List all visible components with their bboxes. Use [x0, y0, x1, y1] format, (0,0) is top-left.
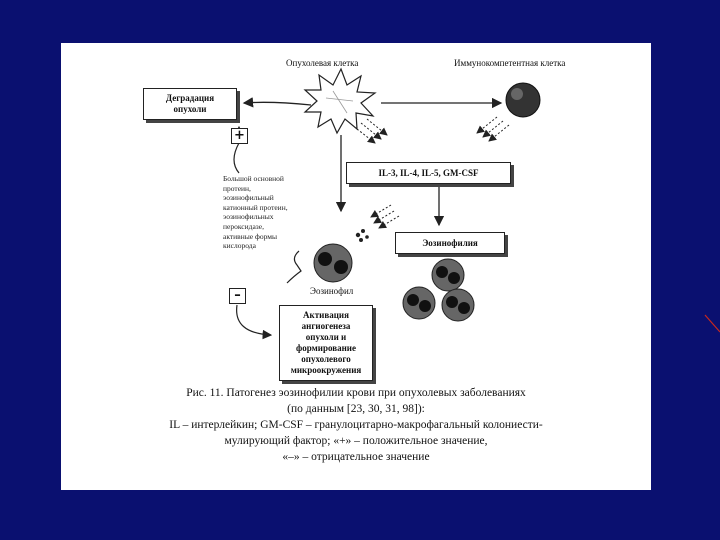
granules	[356, 229, 369, 242]
caption-line-4: мулирующий фактор; «+» – положительное з…	[61, 433, 651, 449]
eosinophilia-cells-icon	[403, 259, 474, 321]
activation-line-3: опухоли и	[306, 332, 346, 343]
signal-arrows-eosinophil	[371, 205, 399, 228]
signal-arrows-tumor	[357, 119, 387, 143]
mediator-item: протеин,	[223, 184, 315, 194]
eosinophil-label: Эозинофил	[310, 286, 353, 296]
immune-cell-label: Иммунокомпетентная клетка	[454, 58, 565, 68]
mediators-bracket	[287, 251, 301, 283]
degradation-box: Деградация опухоли	[143, 88, 237, 120]
figure-caption: Рис. 11. Патогенез эозинофилии крови при…	[61, 385, 651, 465]
activation-line-6: микроокружения	[291, 365, 362, 376]
activation-line-1: Активация	[303, 310, 349, 321]
activation-line-5: опухолевого	[301, 354, 350, 365]
eosinophilia-text: Эозинофилия	[422, 238, 478, 249]
caption-line-5: «–» – отрицательное значение	[61, 449, 651, 465]
activation-line-2: ангиогенеза	[302, 321, 351, 332]
eosinophil-cell-icon	[314, 244, 352, 282]
mediator-item: Большой основной	[223, 174, 315, 184]
tumor-cell-label: Опухолевая клетка	[286, 58, 358, 68]
mediator-item: катионный протеин,	[223, 203, 315, 213]
mediator-item: эозинофильный	[223, 193, 315, 203]
mediators-list: Большой основной протеин, эозинофильный …	[223, 174, 315, 251]
tumor-cell-icon	[305, 69, 375, 133]
arrow-to-degradation	[244, 102, 311, 105]
activation-line-4: формирование	[296, 343, 356, 354]
degradation-line-2: опухоли	[174, 104, 207, 115]
caption-line-3: IL – интерлейкин; GM-CSF – гранулоцитарн…	[61, 417, 651, 433]
mediator-item: активные формы	[223, 232, 315, 242]
caption-line-1: Рис. 11. Патогенез эозинофилии крови при…	[61, 385, 651, 401]
arrow-minus-to-activation	[237, 305, 271, 335]
cytokines-text: IL-3, IL-4, IL-5, GM-CSF	[378, 168, 478, 179]
activation-box: Активация ангиогенеза опухоли и формиров…	[279, 305, 373, 381]
immune-cell-icon	[506, 83, 540, 117]
plus-sign: +	[231, 128, 248, 144]
degradation-line-1: Деградация	[166, 93, 214, 104]
cytokines-box: IL-3, IL-4, IL-5, GM-CSF	[346, 162, 511, 184]
mediator-item: пероксидазе,	[223, 222, 315, 232]
mediator-item: кислорода	[223, 241, 315, 251]
mediator-item: эозинофильных	[223, 212, 315, 222]
eosinophilia-box: Эозинофилия	[395, 232, 505, 254]
signal-arrows-immune	[477, 117, 509, 141]
minus-sign: –	[229, 288, 246, 304]
figure: Опухолевая клетка Иммунокомпетентная кле…	[61, 43, 651, 490]
caption-line-2: (по данным [23, 30, 31, 98]):	[61, 401, 651, 417]
arrow-plus-feedback	[234, 143, 239, 173]
